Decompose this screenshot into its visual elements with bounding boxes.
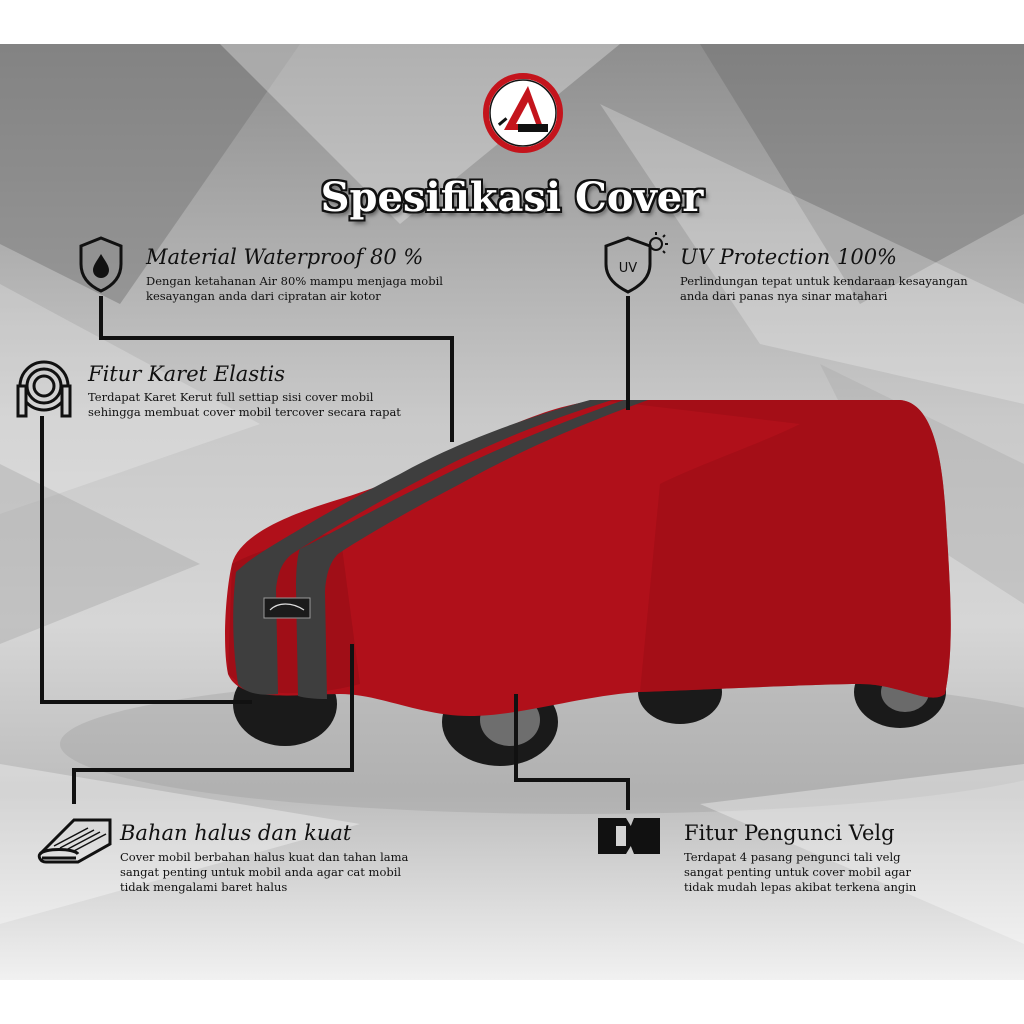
callout-lines — [40, 296, 630, 810]
lock-callout-line — [514, 694, 630, 810]
car-cover-illustration — [225, 400, 951, 766]
fabric-roll-icon — [37, 818, 112, 864]
brand-logo — [483, 73, 563, 153]
feature-title-waterproof: Material Waterproof 80 % — [146, 245, 424, 269]
feature-title-fabric: Bahan halus dan kuat — [120, 821, 352, 845]
buckle-icon — [598, 818, 660, 854]
uv-shield-icon: UV — [604, 232, 668, 294]
waterproof-callout-line — [99, 296, 454, 442]
elastic-callout-line — [40, 416, 252, 704]
uv-icon-label: UV — [619, 261, 638, 276]
product-banner: Spesifikasi Cover Material W — [0, 44, 1024, 980]
feature-title-uv: UV Protection 100% — [680, 245, 898, 269]
page-title: Spesifikasi Cover — [320, 174, 704, 221]
feature-desc-fabric: Cover mobil berbahan halus kuat dan taha… — [120, 850, 409, 894]
feature-title-lock: Fitur Pengunci Velg — [684, 821, 895, 845]
feature-desc-waterproof: Dengan ketahanan Air 80% mampu menjaga m… — [146, 274, 443, 303]
cover-badge — [263, 597, 311, 619]
feature-desc-elastic: Terdapat Karet Kerut full settiap sisi c… — [88, 390, 401, 419]
water-shield-icon — [79, 236, 123, 293]
feature-desc-uv: Perlindungan tepat untuk kendaraan kesay… — [680, 274, 968, 303]
cover-stripe-left — [233, 400, 612, 695]
feature-desc-lock: Terdapat 4 pasang pengunci tali velg san… — [684, 850, 917, 894]
fabric-callout-line — [72, 644, 354, 804]
elastic-coil-icon — [16, 360, 72, 418]
feature-title-elastic: Fitur Karet Elastis — [88, 362, 286, 386]
